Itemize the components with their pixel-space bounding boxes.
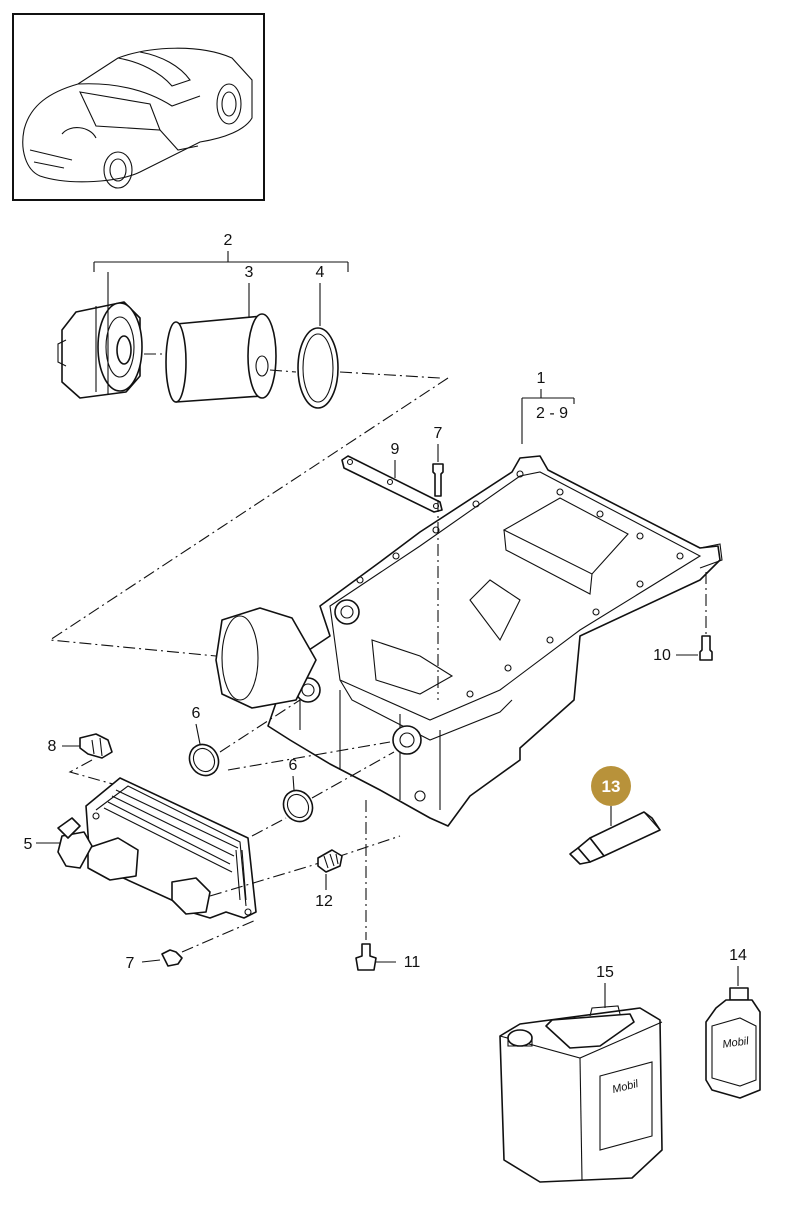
callout-4: 4: [316, 264, 325, 281]
callout-1-bracket: 1 2 - 9: [521, 370, 575, 444]
oil-canister: 15 Mobil: [499, 964, 663, 1183]
bolt-bottom: 7: [126, 919, 257, 972]
sealant-tube: 13: [569, 766, 661, 865]
callout-6-upper: 6: [192, 705, 201, 722]
filter-element: 3: [165, 264, 297, 403]
vehicle-thumbnail: [12, 13, 265, 201]
screw-plug: 12: [315, 849, 343, 910]
callout-6-lower: 6: [289, 757, 298, 774]
o-ring-lower: 6: [251, 751, 395, 837]
oil-bottle: 14 Mobil: [705, 947, 761, 1099]
o-ring-upper: 6: [188, 699, 391, 777]
callout-7-top: 7: [434, 425, 443, 442]
assembly-path-filter: [48, 377, 449, 657]
callout-8: 8: [48, 738, 57, 755]
callout-10: 10: [653, 647, 671, 664]
callout-7-bottom: 7: [126, 955, 135, 972]
oil-filter-cover: [57, 272, 168, 399]
callout-9: 9: [391, 441, 400, 458]
assembly-path-cooler: [209, 835, 401, 897]
callout-1-range: 2 - 9: [536, 405, 568, 422]
callout-5: 5: [24, 836, 33, 853]
oil-cooler: 5: [24, 777, 257, 919]
car-outline-icon: [22, 47, 253, 189]
callout-2-bracket: 2: [93, 232, 349, 272]
hose-clip: 8: [48, 733, 121, 787]
oil-pan-housing: [215, 455, 723, 827]
bottle-brand-label: Mobil: [722, 1035, 750, 1051]
o-ring-large: 4: [297, 264, 441, 409]
highlight-badge[interactable]: [591, 766, 631, 806]
callout-2: 2: [224, 232, 233, 249]
callout-3: 3: [245, 264, 254, 281]
callout-11: 11: [404, 954, 421, 971]
gasket: 9: [341, 441, 443, 513]
callout-15: 15: [596, 964, 614, 981]
callout-1: 1: [537, 370, 546, 387]
callout-12: 12: [315, 893, 333, 910]
callout-13[interactable]: 13: [602, 777, 621, 796]
drain-bolt: 11: [355, 800, 421, 971]
callout-14: 14: [729, 947, 747, 964]
bolt-top: 7: [432, 425, 444, 700]
bolt-right: 10: [653, 572, 713, 664]
